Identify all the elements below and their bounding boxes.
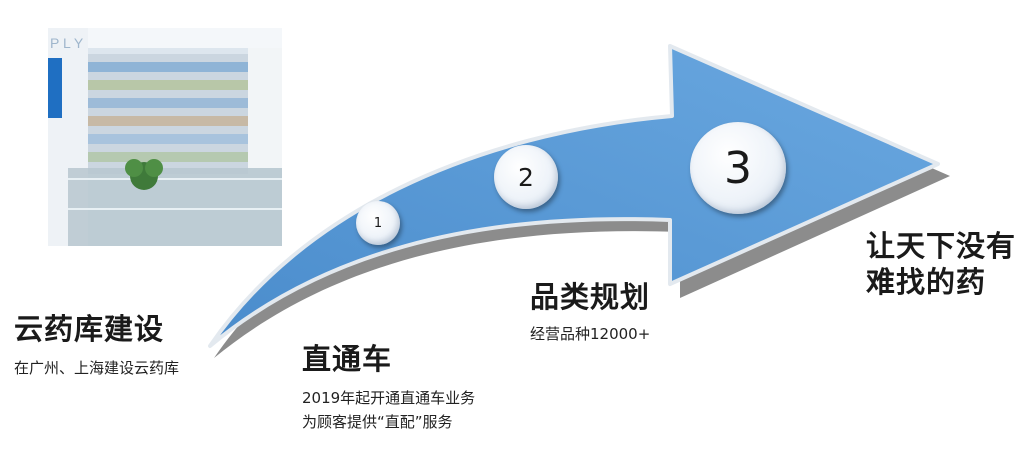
step-title-cloud-warehouse: 云药库建设: [14, 312, 165, 346]
step-desc-direct-train: 2019年起开通直通车业务 为顾客提供“直配”服务: [302, 386, 475, 434]
step-badge-2: 2: [494, 145, 558, 209]
step-title-category-planning: 品类规划: [530, 280, 651, 314]
step-title-direct-train: 直通车: [302, 342, 393, 376]
step-badge-1: 1: [356, 201, 400, 245]
pharmacy-photo: P L Y: [48, 28, 282, 246]
svg-text:P L Y: P L Y: [50, 35, 84, 51]
step-title-goal: 让天下没有 难找的药: [866, 228, 1016, 300]
step-desc-line: 2019年起开通直通车业务: [302, 389, 476, 407]
goal-line: 难找的药: [866, 265, 987, 299]
arrow-body: [208, 44, 940, 348]
goal-line: 让天下没有: [866, 229, 1017, 263]
step-desc-line: 为顾客提供“直配”服务: [302, 413, 453, 431]
step-desc-cloud-warehouse: 在广州、上海建设云药库: [14, 359, 180, 377]
step-desc-category-planning: 经营品种12000+: [530, 325, 651, 343]
step-badge-3: 3: [690, 122, 786, 214]
